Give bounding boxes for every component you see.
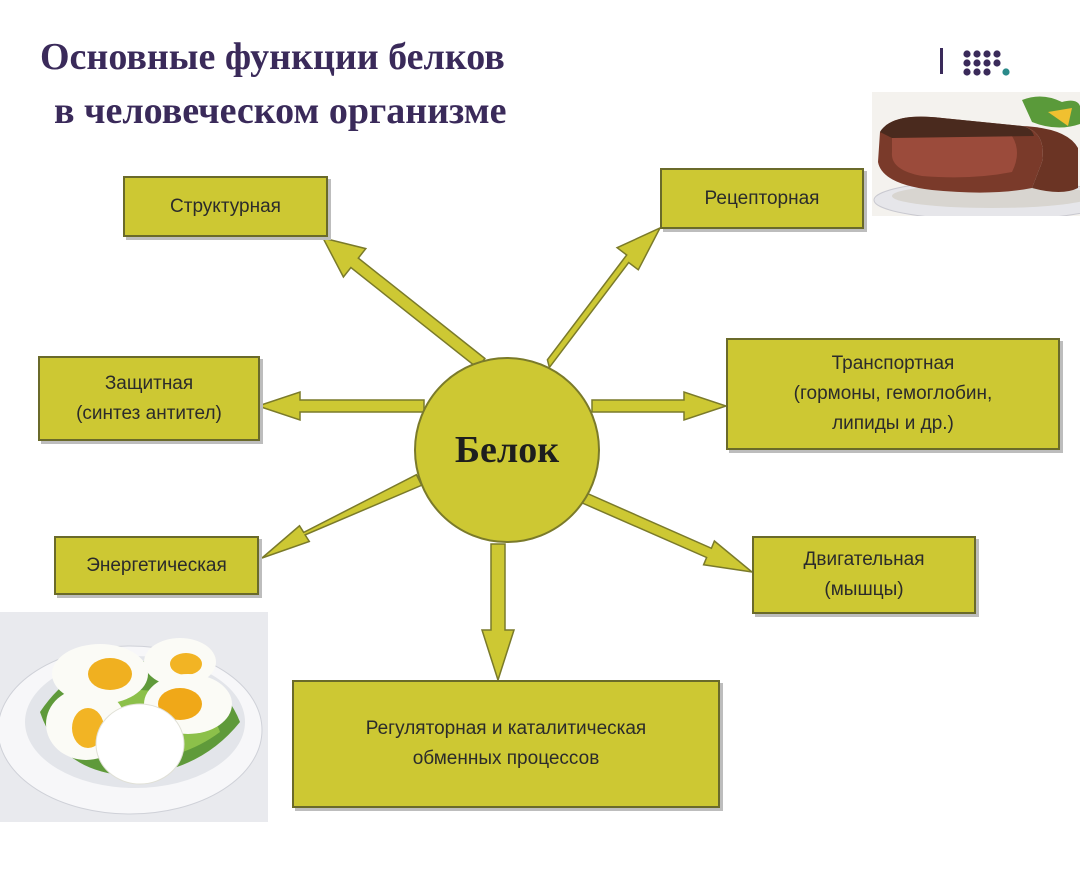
center-node-protein: Белок [414,357,600,543]
page-title: Основные функции белков в человеческом о… [40,30,680,138]
function-box-motor: Двигательная (мышцы) [752,536,976,614]
arrow-transport [591,390,729,422]
function-box-receptor: Рецепторная [660,168,864,229]
dots-logo-icon [940,48,1010,76]
arrow-motor [579,490,755,574]
function-box-energy: Энергетическая [54,536,259,595]
arrow-regulatory [480,543,516,683]
function-box-regulatory: Регуляторная и каталитическая обменных п… [292,680,720,808]
title-line-1: Основные функции белков [40,36,505,78]
meat-steak-photo [872,92,1080,216]
arrow-structural [321,236,486,370]
function-box-protective: Защитная (синтез антител) [38,356,260,441]
boiled-eggs-photo [0,612,268,822]
title-line-2: в человеческом организме [54,90,507,132]
arrow-protective [255,390,425,422]
arrow-receptor [546,226,662,370]
function-box-structural: Структурная [123,176,328,237]
arrow-energy [261,473,423,559]
function-box-transport: Транспортная (гормоны, гемоглобин, липид… [726,338,1060,450]
